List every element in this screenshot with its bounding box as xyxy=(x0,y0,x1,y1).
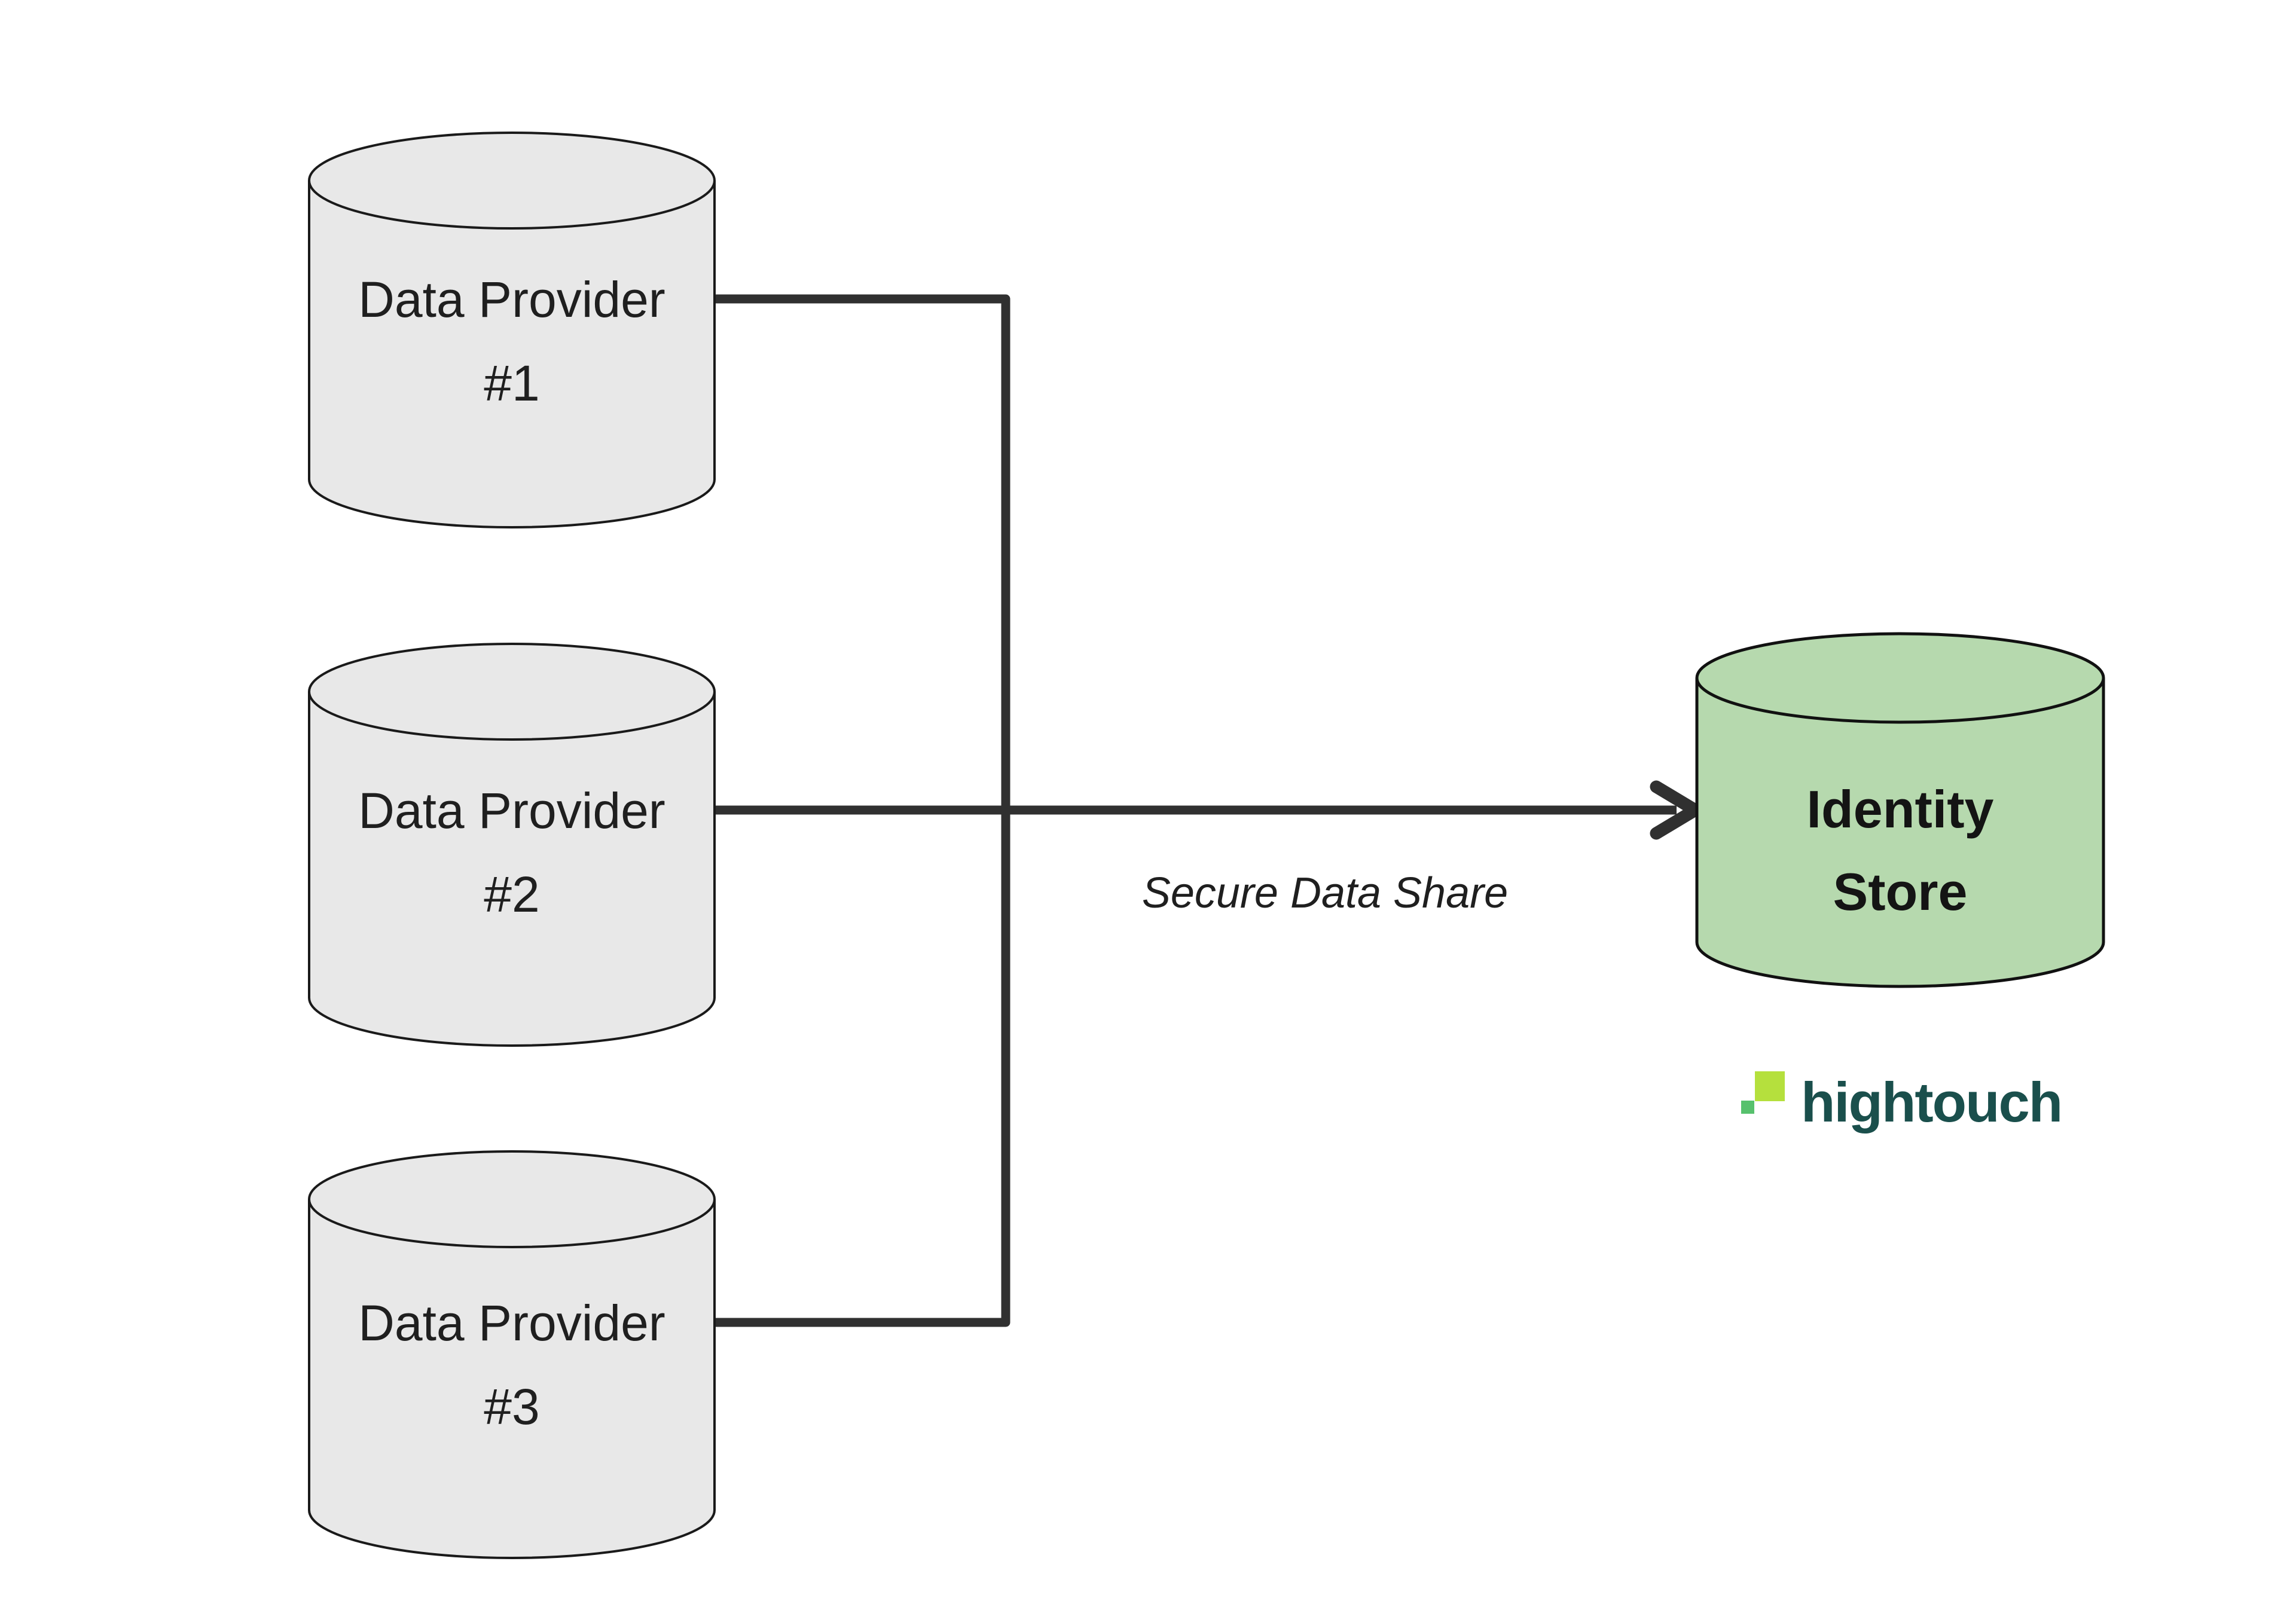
provider-1-cylinder-rim xyxy=(308,180,716,230)
provider-1-label-line1: Data Provider xyxy=(358,271,665,328)
identity-store-label-line1: Identity xyxy=(1807,780,1994,839)
provider-3-label-line2: #3 xyxy=(484,1379,539,1435)
node-data-provider-3: Data Provider #3 xyxy=(308,1150,716,1559)
logo-green-square-icon xyxy=(1741,1101,1754,1114)
provider-1-cylinder-body xyxy=(308,132,716,528)
provider-2-cylinder-rim xyxy=(308,691,716,741)
edge-label-secure-data-share: Secure Data Share xyxy=(1142,869,1508,917)
arrowhead-icon xyxy=(1650,780,1702,840)
provider-3-cylinder-body xyxy=(308,1150,716,1559)
logo-wordmark: hightouch xyxy=(1801,1071,2062,1133)
hightouch-logo: hightouch xyxy=(1741,1071,2063,1133)
identity-store-cylinder-rim xyxy=(1695,677,2105,724)
provider-2-cylinder-body xyxy=(308,643,716,1047)
node-data-provider-1: Data Provider #1 xyxy=(308,132,716,528)
identity-store-cylinder-body xyxy=(1695,632,2105,988)
provider-2-label-line2: #2 xyxy=(484,866,539,922)
connectors xyxy=(715,294,1702,1327)
provider-3-cylinder-rim xyxy=(308,1199,716,1248)
node-identity-store: Identity Store xyxy=(1695,632,2105,988)
provider-3-label-line1: Data Provider xyxy=(358,1295,665,1351)
identity-store-label-line2: Store xyxy=(1833,862,1968,921)
node-data-provider-2: Data Provider #2 xyxy=(308,643,716,1047)
provider-1-label-line2: #1 xyxy=(484,355,539,411)
logo-lime-square-icon xyxy=(1755,1071,1785,1101)
provider-2-label-line1: Data Provider xyxy=(358,783,665,839)
